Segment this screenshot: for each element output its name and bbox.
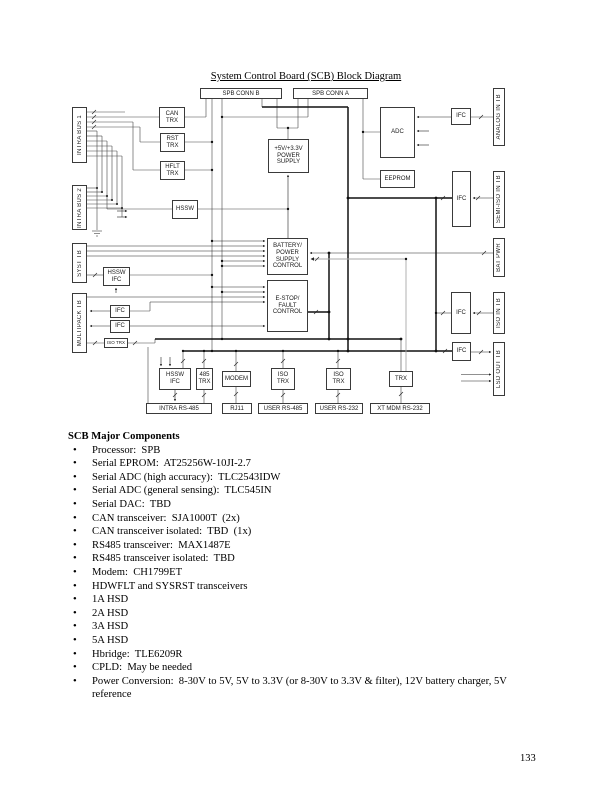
diagram-block: ISO TRX <box>104 338 128 348</box>
diagram-block: HSSW IFC <box>159 368 191 390</box>
bullet-glyph: • <box>73 471 77 483</box>
bullet-glyph: • <box>73 539 77 551</box>
component-item: • 3A HSD <box>68 620 548 634</box>
diagram-block: IFC <box>110 305 130 318</box>
diagram-block: ISO TRX <box>326 368 351 390</box>
diagram-block: IFC <box>451 292 471 334</box>
diagram-block: E-STOP/ FAULT CONTROL <box>267 280 308 332</box>
diagram-block: BATTERY/ POWER SUPPLY CONTROL <box>267 238 308 275</box>
component-item: • RS485 transceiver isolated: TBD <box>68 552 548 566</box>
component-list: SCB Major Components • Processor: SPB • … <box>68 430 548 702</box>
right-connector: LSD OUT TB <box>493 342 505 396</box>
component-item-text: CPLD: May be needed <box>92 662 193 674</box>
bullet-glyph: • <box>73 675 77 687</box>
bullet-glyph: • <box>73 553 77 565</box>
component-item-text: RS485 transceiver: MAX1487E <box>92 539 231 551</box>
component-item: • 2A HSD <box>68 607 548 621</box>
top-connector: SPB CONN A <box>293 88 368 99</box>
component-item-text: Power Conversion: 8-30V to 5V, 5V to 3.3… <box>92 675 510 701</box>
component-item: • Serial ADC (high accuracy): TLC2543IDW <box>68 471 548 485</box>
component-item: • Modem: CH1799ET <box>68 566 548 580</box>
component-item: • Serial DAC: TBD <box>68 498 548 512</box>
diagram-block: ISO TRX <box>271 368 295 390</box>
wiring-layer <box>87 97 493 403</box>
left-connector: INTRA BUS 1 <box>72 107 87 163</box>
bullet-glyph: • <box>73 512 77 524</box>
diagram-block: IFC <box>452 171 471 227</box>
component-item: • Serial EPROM: AT25256W-10JI-2.7 <box>68 457 548 471</box>
right-connector: BAT PWR <box>493 238 505 277</box>
left-connector: SYST TB <box>72 243 87 283</box>
bottom-connector: XT MDM RS-232 <box>370 403 430 414</box>
component-item: • CAN transceiver: SJA1000T (2x) <box>68 512 548 526</box>
component-item-text: Modem: CH1799ET <box>92 566 183 578</box>
left-connector: INTRA BUS 2 <box>72 185 87 230</box>
component-item: • Processor: SPB <box>68 444 548 458</box>
component-item: • Power Conversion: 8-30V to 5V, 5V to 3… <box>68 675 548 702</box>
page-number: 133 <box>520 753 536 764</box>
bullet-glyph: • <box>73 526 77 538</box>
diagram-block: HFLT TRX <box>160 161 185 180</box>
component-item-text: Hbridge: TLE6209R <box>92 648 183 660</box>
diagram-block: RST TRX <box>160 133 185 152</box>
bullet-glyph: • <box>73 634 77 646</box>
bottom-connector: INTRA RS-485 <box>146 403 212 414</box>
bottom-connector: RJ11 <box>222 403 252 414</box>
bottom-connector: USER RS-485 <box>258 403 308 414</box>
diagram-block: IFC <box>451 108 471 125</box>
component-item: • RS485 transceiver: MAX1487E <box>68 539 548 553</box>
bullet-glyph: • <box>73 444 77 456</box>
component-list-heading: SCB Major Components <box>68 431 180 442</box>
component-item-text: Serial ADC (high accuracy): TLC2543IDW <box>92 471 281 483</box>
component-item: • 5A HSD <box>68 634 548 648</box>
page-title: System Control Board (SCB) Block Diagram <box>210 71 402 82</box>
bullet-glyph: • <box>73 594 77 606</box>
diagram-block: ADC <box>380 107 415 158</box>
bullet-glyph: • <box>73 566 77 578</box>
diagram-block: 485 TRX <box>196 368 213 390</box>
bullet-glyph: • <box>73 607 77 619</box>
component-item-text: 2A HSD <box>92 607 129 619</box>
bullet-glyph: • <box>73 662 77 674</box>
component-item-text: Serial EPROM: AT25256W-10JI-2.7 <box>92 458 251 470</box>
diagram-block: IFC <box>452 342 471 361</box>
right-connector: SEMI-ISO IN TB <box>493 171 505 228</box>
component-item-text: 3A HSD <box>92 621 129 633</box>
bullet-glyph: • <box>73 621 77 633</box>
component-item: • 1A HSD <box>68 593 548 607</box>
component-item-text: RS485 transceiver isolated: TBD <box>92 553 235 565</box>
diagram-block: MODEM <box>222 371 251 387</box>
bottom-connector: USER RS-232 <box>315 403 363 414</box>
diagram-block: EEPROM <box>380 170 415 188</box>
top-connector: SPB CONN B <box>200 88 282 99</box>
component-item-text: Serial DAC: TBD <box>92 498 171 510</box>
diagram-block: CAN TRX <box>159 107 185 128</box>
bullet-glyph: • <box>73 485 77 497</box>
component-item: • HDWFLT and SYSRST transceivers <box>68 580 548 594</box>
bullet-glyph: • <box>73 580 77 592</box>
component-item: • CAN transceiver isolated: TBD (1x) <box>68 525 548 539</box>
component-item-text: Serial ADC (general sensing): TLC545IN <box>92 485 272 497</box>
component-item: • Serial ADC (general sensing): TLC545IN <box>68 484 548 498</box>
component-item: • CPLD: May be needed <box>68 661 548 675</box>
component-item-text: 5A HSD <box>92 634 129 646</box>
diagram-block: IFC <box>110 320 130 333</box>
diagram-block: HSSW IFC <box>103 267 130 286</box>
component-item-text: Processor: SPB <box>92 444 161 456</box>
component-item-text: 1A HSD <box>92 594 129 606</box>
component-item-text: HDWFLT and SYSRST transceivers <box>92 580 248 592</box>
right-connector: ANALOG IN TB <box>493 88 505 146</box>
diagram-block: HSSW <box>172 200 198 219</box>
right-connector: ISO IN TB <box>493 292 505 334</box>
component-item-text: CAN transceiver: SJA1000T (2x) <box>92 512 240 524</box>
scb-block-diagram: SPB CONN B SPB CONN A INTRA BUS 1 INTRA BU… <box>65 85 546 426</box>
component-item-text: CAN transceiver isolated: TBD (1x) <box>92 526 252 538</box>
component-item: • Hbridge: TLE6209R <box>68 648 548 662</box>
left-connector: MULTIPACK TB <box>72 293 87 353</box>
diagram-block: TRX <box>389 371 413 387</box>
bullet-glyph: • <box>73 648 77 660</box>
bullet-glyph: • <box>73 498 77 510</box>
bullet-glyph: • <box>73 458 77 470</box>
diagram-block: +5V/+3.3V POWER SUPPLY <box>268 139 309 173</box>
